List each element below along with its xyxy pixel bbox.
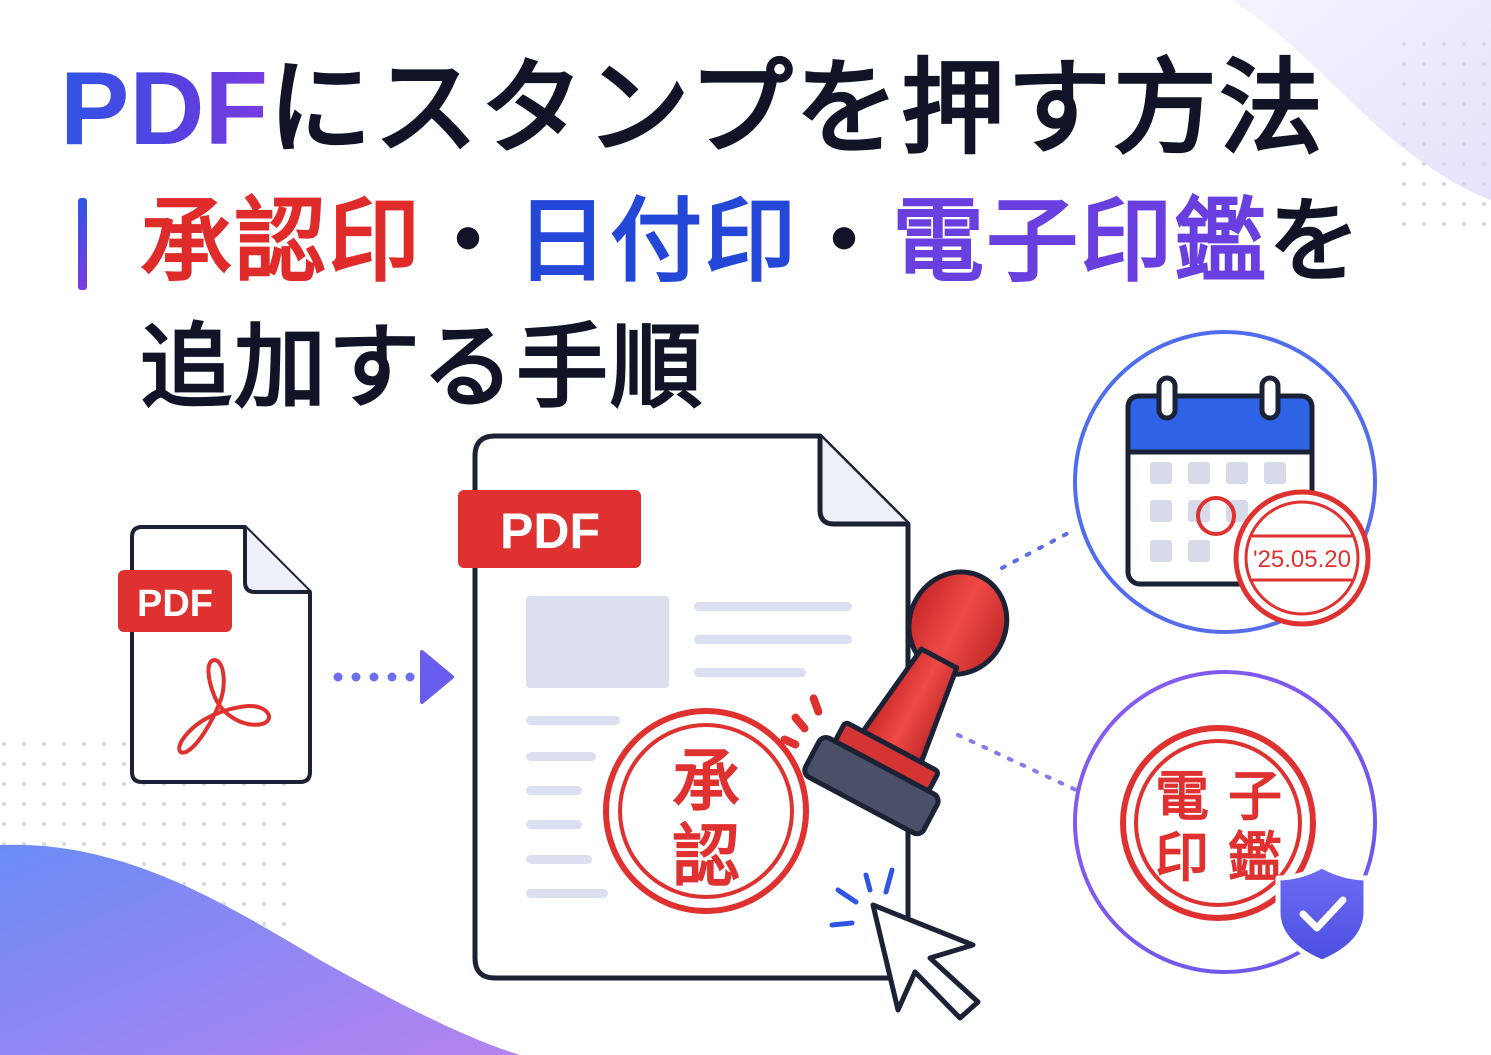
digital-seal-char: 鑑 <box>1228 826 1282 889</box>
approval-seal: 承 認 <box>603 708 809 914</box>
document-text-lines <box>526 602 852 898</box>
pdf-document-badge-label: PDF <box>500 503 600 559</box>
connector-line-digital <box>956 733 1078 792</box>
document-image-placeholder <box>526 596 669 688</box>
title-digital-seal: 電子印鑑 <box>892 188 1269 295</box>
date-seal-text: '25.05.20 <box>1253 546 1351 573</box>
cursor-icon <box>829 867 981 1021</box>
digital-seal-char: 印 <box>1155 826 1209 889</box>
top-right-dots <box>1395 40 1491 230</box>
title-pdf-word: PDF <box>60 51 268 167</box>
bottom-left-wave <box>0 844 520 1055</box>
title-separator: ・ <box>422 188 517 295</box>
adobe-acrobat-icon <box>177 658 271 755</box>
calendar-icon <box>1125 375 1315 587</box>
small-pdf-badge <box>118 570 232 632</box>
page-title-line1: PDFにスタンプを押す方法 <box>60 48 1325 169</box>
pdf-document: PDF 承 認 <box>458 433 911 981</box>
flow-arrow <box>333 650 454 704</box>
digital-seal-panel: 電 子 印 鑑 <box>1073 670 1377 974</box>
small-pdf-file: PDF <box>118 525 312 784</box>
shield-check-icon <box>1275 863 1369 965</box>
title-accent-bar <box>78 198 87 290</box>
page-title-line2: 承認印・日付印・電子印鑑を <box>140 182 1362 302</box>
approval-seal-char: 認 <box>672 818 740 897</box>
title-date-stamp: 日付印 <box>516 188 799 295</box>
pdf-document-badge <box>458 490 641 568</box>
date-seal: '25.05.20 <box>1233 489 1371 627</box>
title-separator: ・ <box>798 188 893 295</box>
digital-seal-char: 電 <box>1155 765 1209 828</box>
rubber-stamp-icon <box>780 569 1010 837</box>
connector-line-date <box>1000 530 1072 570</box>
approval-seal-char: 承 <box>672 743 740 822</box>
date-stamp-panel: '25.05.20 <box>1073 330 1377 634</box>
title-line2-tail: を <box>1268 188 1363 295</box>
digital-seal-char: 子 <box>1228 765 1282 828</box>
page-title-line3: 追加する手順 <box>140 314 705 421</box>
title-approval-seal: 承認印 <box>140 188 423 295</box>
small-pdf-badge-label: PDF <box>137 583 213 625</box>
title-line1-rest: にスタンプを押す方法 <box>268 47 1325 169</box>
